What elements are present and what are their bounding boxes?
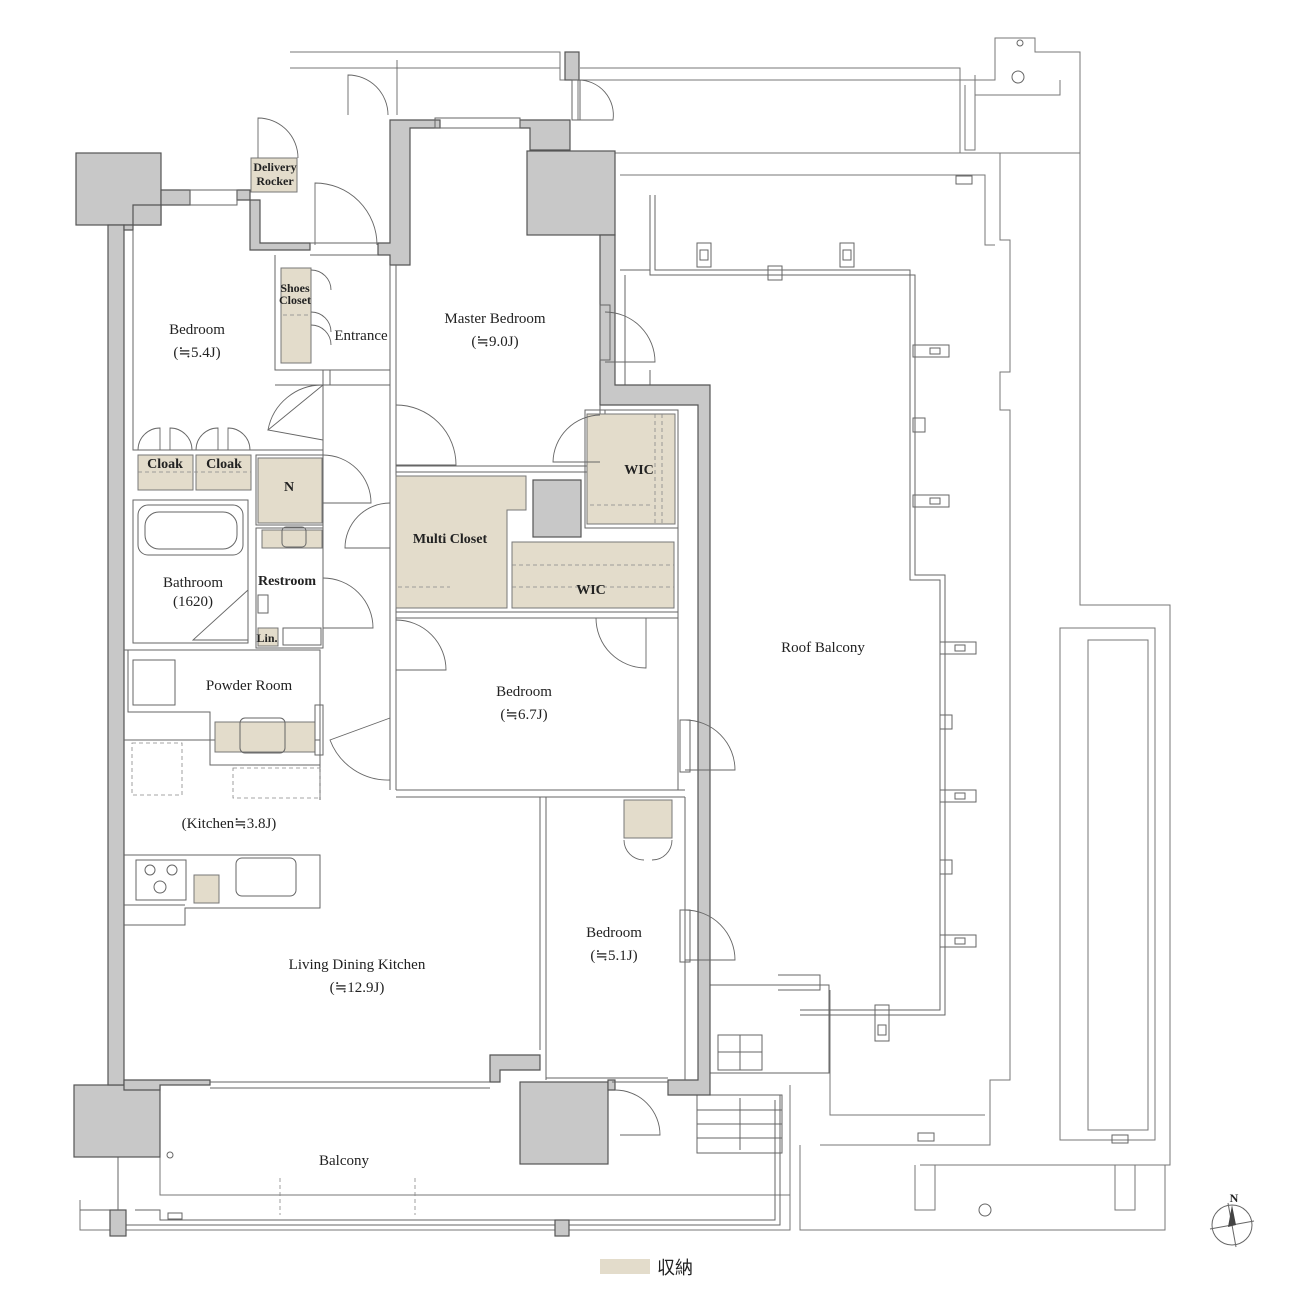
- kitchen-label: (Kitchen≒3.8J): [182, 816, 277, 832]
- compass-needle-icon: [1228, 1205, 1236, 1227]
- shoes-closet-label-1: Shoes: [280, 281, 310, 295]
- structural-columns: [73, 51, 616, 1165]
- fixtures: [131, 504, 322, 901]
- doors: [137, 60, 736, 1136]
- master-bedroom-size: (≒9.0J): [471, 334, 518, 350]
- master-bedroom-label: Master Bedroom: [444, 311, 546, 327]
- entrance-label: Entrance: [334, 328, 388, 344]
- multi-closet-label: Multi Closet: [413, 532, 488, 547]
- cloak-2-label: Cloak: [206, 457, 242, 472]
- exterior-outline: [79, 37, 1171, 1237]
- bedroom-nw-label: Bedroom: [169, 322, 225, 338]
- bedroom-nw-size: (≒5.4J): [173, 345, 220, 361]
- roof-drain-fittings: [696, 175, 1129, 1144]
- roof-balcony-label: Roof Balcony: [781, 640, 865, 656]
- ldk-size: (≒12.9J): [330, 980, 385, 996]
- ldk-label: Living Dining Kitchen: [289, 957, 426, 973]
- legend: 収納: [600, 1258, 693, 1278]
- compass-north-label: N: [1230, 1191, 1239, 1205]
- exterior-walls: [107, 119, 711, 1096]
- bathroom-size: (1620): [173, 594, 213, 610]
- balcony-label: Balcony: [319, 1153, 369, 1169]
- powder-room-label: Powder Room: [206, 678, 293, 694]
- legend-storage-swatch: [600, 1259, 650, 1274]
- bedroom-mid-label: Bedroom: [496, 684, 552, 700]
- bathroom-label: Bathroom: [163, 575, 223, 591]
- delivery-rocker-label-2: Rocker: [256, 174, 294, 188]
- bedroom-se-label: Bedroom: [586, 925, 642, 941]
- cloak-1-label: Cloak: [147, 457, 183, 472]
- bedroom-se-size: (≒5.1J): [590, 948, 637, 964]
- room-labels: Delivery Rocker Shoes Closet Entrance Be…: [147, 160, 865, 1169]
- n-label: N: [284, 480, 294, 495]
- delivery-rocker-label-1: Delivery: [253, 160, 296, 174]
- wic-1-label: WIC: [624, 463, 654, 478]
- legend-storage-label: 収納: [657, 1258, 693, 1278]
- bedroom-mid-size: (≒6.7J): [500, 707, 547, 723]
- lin-label: Lin.: [256, 631, 277, 645]
- compass: N: [1209, 1191, 1255, 1248]
- shoes-closet-label-2: Closet: [279, 293, 311, 307]
- restroom-label: Restroom: [258, 574, 316, 589]
- storage-areas: [137, 157, 676, 904]
- wic-2-label: WIC: [576, 583, 606, 598]
